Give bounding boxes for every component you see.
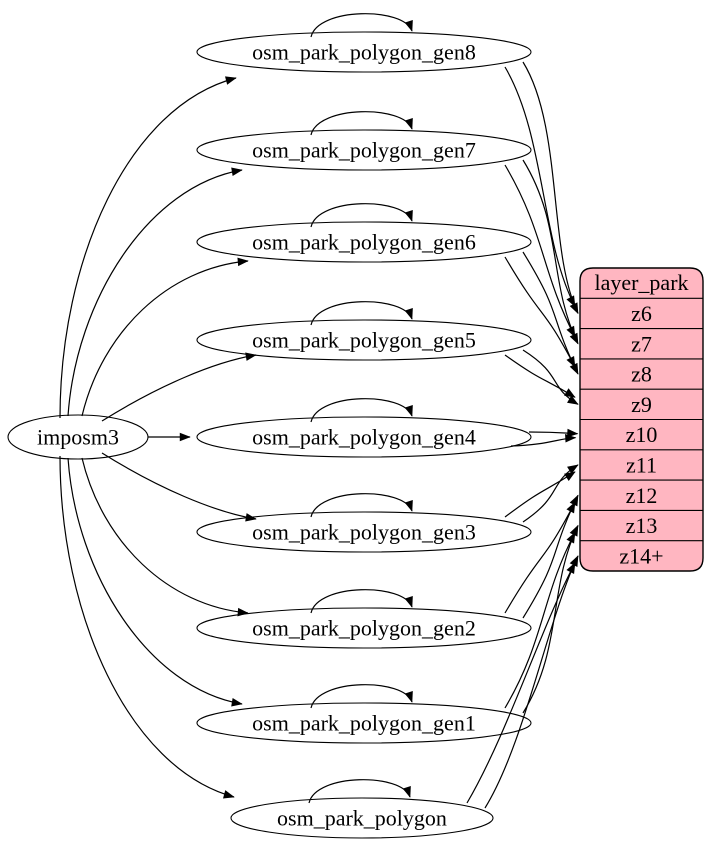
edge-selfloop-gen3 — [310, 493, 413, 518]
edge-import-polygon — [59, 455, 235, 799]
edge-gen8-z6-1 — [522, 61, 579, 315]
layer-title: layer_park — [594, 270, 688, 295]
edge-import-gen3 — [101, 452, 257, 522]
edge-import-gen2 — [81, 457, 249, 617]
node-label-gen4: osm_park_polygon_gen4 — [252, 425, 476, 450]
edge-polygon-z14+-2 — [466, 562, 576, 804]
edge-gen4-z10-1 — [528, 428, 579, 438]
node-label-gen1: osm_park_polygon_gen1 — [252, 711, 476, 736]
node-label-gen3: osm_park_polygon_gen3 — [252, 520, 476, 545]
edge-import-gen5 — [101, 352, 257, 422]
layer-row-z10: z10 — [626, 422, 658, 447]
edge-selfloop-gen7 — [310, 111, 413, 136]
edge-gen7-z7-2 — [504, 164, 576, 338]
node-label-gen5: osm_park_polygon_gen5 — [252, 328, 476, 353]
node-gen4 — [196, 416, 532, 458]
edge-selfloop-gen1 — [310, 684, 413, 709]
edge-gen1-z13-2 — [504, 531, 576, 709]
edge-selfloop-polygon — [308, 779, 411, 804]
node-gen3 — [196, 511, 532, 553]
layer-row-z6: z6 — [631, 301, 652, 326]
layer-row-z12: z12 — [626, 483, 658, 508]
edge-polygon-z14+-1 — [484, 555, 579, 809]
labels-layer: imposm3 osm_park_polygon_gen8 osm_park_pol… — [37, 40, 688, 831]
layer-row-z7: z7 — [631, 331, 652, 356]
edge-import-gen6 — [81, 257, 249, 417]
edge-gen5-z9-2 — [504, 354, 576, 398]
edge-import-gen1 — [67, 457, 243, 707]
layer-row-z13: z13 — [626, 513, 658, 538]
layer-row-z14+: z14+ — [619, 543, 663, 568]
node-label-gen7: osm_park_polygon_gen7 — [252, 138, 476, 163]
node-polygon — [230, 797, 494, 839]
edge-selfloop-gen2 — [310, 589, 413, 614]
node-label-polygon: osm_park_polygon — [277, 806, 447, 831]
edge-gen3-z11-1 — [522, 464, 579, 523]
edge-gen1-z13-1 — [522, 524, 579, 714]
edge-selfloop-gen5 — [310, 301, 413, 326]
node-gen5 — [196, 319, 532, 361]
node-label-gen2: osm_park_polygon_gen2 — [252, 616, 476, 641]
node-gen2 — [196, 607, 532, 649]
node-label-gen6: osm_park_polygon_gen6 — [252, 230, 476, 255]
edge-gen3-z11-2 — [504, 471, 576, 518]
edge-gen5-z9-1 — [522, 349, 579, 405]
edge-gen4-z10-2 — [510, 433, 577, 447]
node-gen1 — [196, 702, 532, 744]
node-label-imposm3: imposm3 — [37, 425, 119, 450]
edge-import-gen7 — [67, 167, 243, 417]
edge-gen7-z7-1 — [522, 159, 579, 345]
node-gen6 — [196, 221, 532, 263]
nodes-layer — [7, 31, 704, 839]
node-label-gen8: osm_park_polygon_gen8 — [252, 40, 476, 65]
edge-selfloop-gen8 — [310, 13, 413, 38]
edge-gen2-z12-2 — [504, 501, 576, 614]
layer-row-z11: z11 — [626, 452, 657, 477]
layer-row-z8: z8 — [631, 362, 652, 387]
edge-gen6-z8-2 — [504, 256, 576, 368]
edge-import-gen8 — [59, 76, 237, 419]
edge-selfloop-gen4 — [310, 398, 413, 423]
edge-selfloop-gen6 — [310, 203, 413, 228]
edge-gen8-z6-2 — [504, 66, 576, 308]
edge-gen2-z12-1 — [522, 494, 579, 619]
node-gen8 — [196, 31, 532, 73]
layer-row-z9: z9 — [631, 392, 652, 417]
node-gen7 — [196, 129, 532, 171]
edges-layer — [59, 13, 579, 809]
